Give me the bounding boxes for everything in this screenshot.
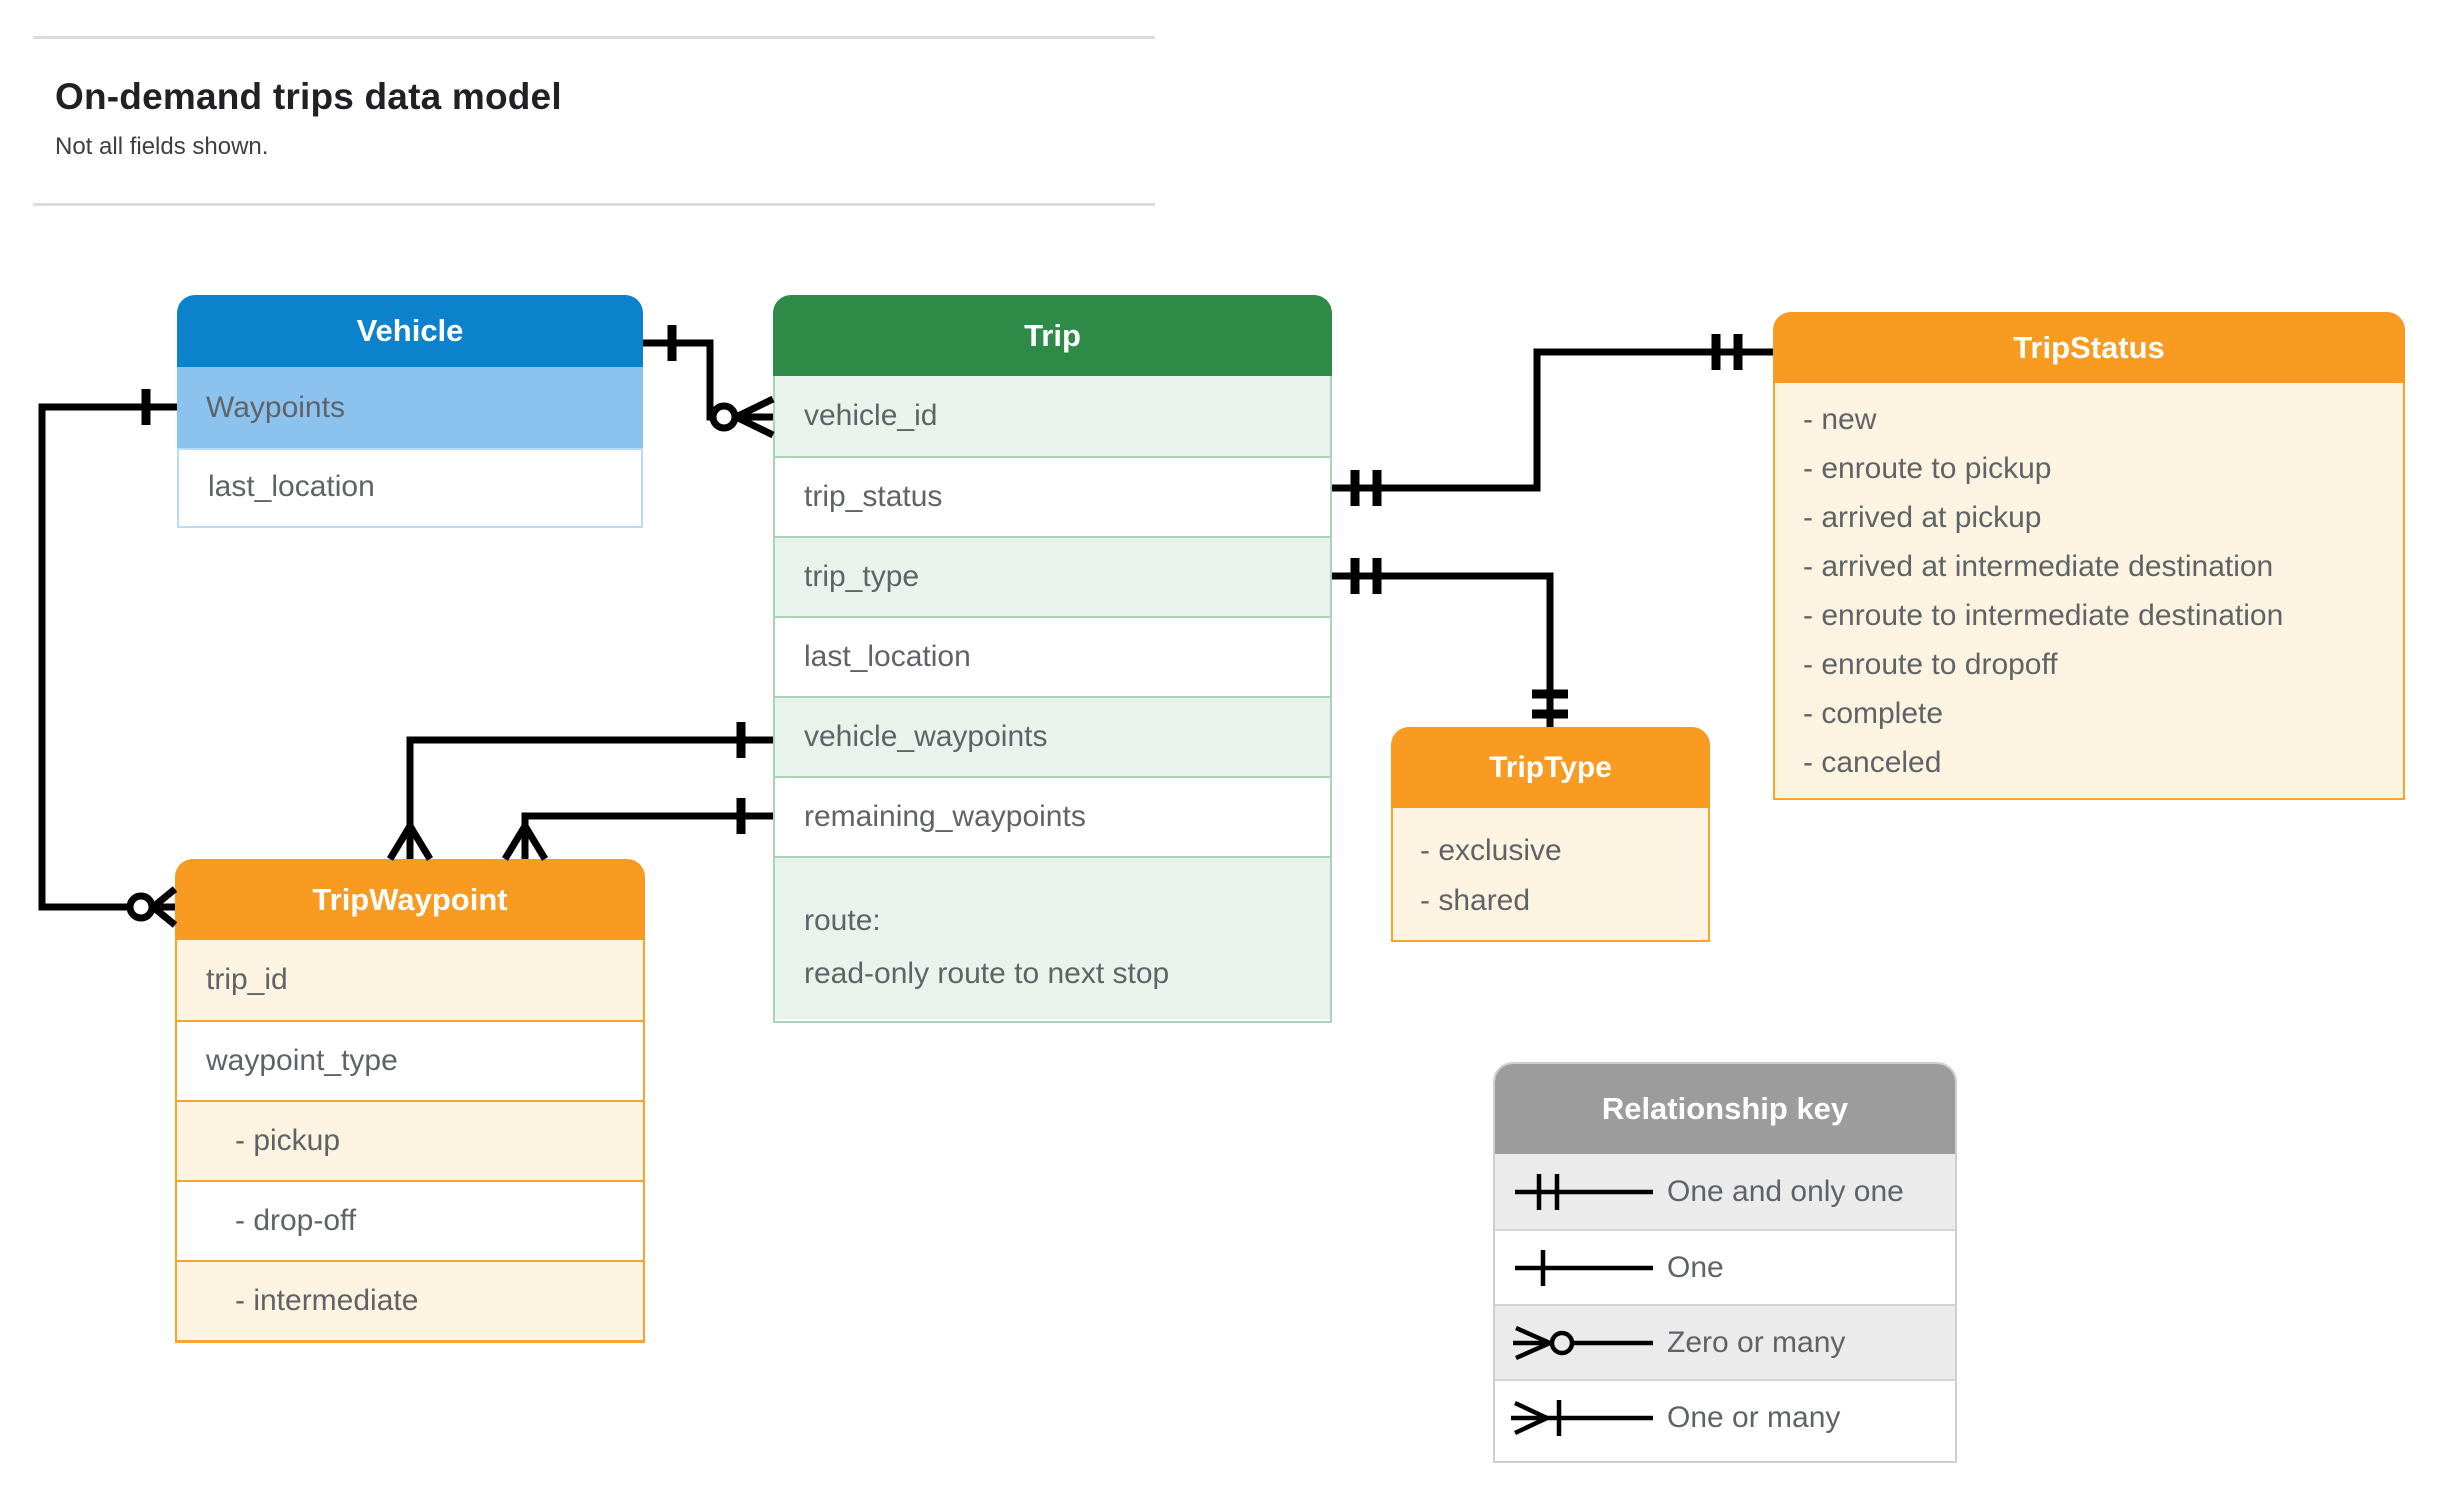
trip-waypoint-value-intermediate: - intermediate — [177, 1260, 643, 1340]
field-label: last_location — [804, 640, 971, 673]
trip-type-entity-title: TripType — [1391, 727, 1710, 808]
field-label: last_location — [208, 470, 375, 503]
trip-field-trip-status: trip_status — [775, 456, 1330, 536]
trip-entity-title: Trip — [773, 295, 1332, 376]
connector-trip-type-to-trip-type-entity — [1332, 558, 1568, 727]
enum-value: - enroute to dropoff — [1803, 647, 2058, 681]
enum-value: - arrived at pickup — [1803, 500, 2042, 534]
field-label: trip_status — [804, 480, 943, 513]
field-label: - intermediate — [235, 1284, 419, 1317]
field-label: trip_id — [206, 963, 288, 996]
vehicle-field-last-location: last_location — [179, 448, 641, 524]
trip-type-entity: TripType - exclusive - shared — [1391, 727, 1710, 942]
key-label: One and only one — [1667, 1174, 1904, 1208]
key-label: One or many — [1667, 1400, 1841, 1434]
trip-type-values: - exclusive - shared — [1393, 808, 1708, 926]
connector-remaining-waypoints-field-to-trip-waypoint — [502, 798, 773, 861]
relationship-key: Relationship key One and only one One Ze… — [1493, 1062, 1957, 1463]
one-icon — [1515, 1249, 1653, 1286]
trip-waypoint-value-pickup: - pickup — [177, 1100, 643, 1180]
enum-value: - arrived at intermediate destination — [1803, 549, 2274, 583]
key-row-zero-or-many: Zero or many — [1495, 1304, 1955, 1379]
relationship-key-title: Relationship key — [1495, 1064, 1955, 1154]
enum-value: - enroute to intermediate destination — [1803, 598, 2284, 632]
page-title: On-demand trips data model — [55, 76, 562, 117]
key-row-one-or-many: One or many — [1495, 1379, 1955, 1454]
zero-or-many-icon — [1513, 1325, 1653, 1360]
field-label: vehicle_waypoints — [804, 720, 1048, 753]
trip-waypoint-entity: TripWaypoint trip_id waypoint_type - pic… — [175, 859, 645, 1343]
trip-field-vehicle-waypoints: vehicle_waypoints — [775, 696, 1330, 776]
one-or-many-icon — [1511, 1399, 1653, 1436]
field-note: read-only route to next stop — [804, 957, 1170, 990]
trip-waypoint-entity-title: TripWaypoint — [175, 859, 645, 940]
field-label: route: — [804, 904, 881, 937]
key-row-one-and-only-one: One and only one — [1495, 1154, 1955, 1229]
enum-value: - enroute to pickup — [1803, 451, 2052, 485]
field-label: waypoint_type — [206, 1044, 398, 1077]
title-divider — [33, 203, 1155, 206]
enum-value: - complete — [1803, 696, 1944, 730]
vehicle-entity: Vehicle Waypoints last_location — [177, 295, 643, 528]
trip-field-trip-type: trip_type — [775, 536, 1330, 616]
field-label: trip_type — [804, 560, 920, 593]
trip-field-route: route: read-only route to next stop — [775, 856, 1330, 1019]
trip-status-entity: TripStatus - new - enroute to pickup - a… — [1773, 312, 2405, 800]
trip-status-entity-title: TripStatus — [1773, 312, 2405, 383]
enum-value: - canceled — [1803, 745, 1942, 779]
vehicle-entity-title: Vehicle — [177, 295, 643, 367]
key-label: Zero or many — [1667, 1325, 1846, 1359]
key-row-one: One — [1495, 1229, 1955, 1304]
enum-value: - shared — [1420, 884, 1531, 917]
connector-vehicle-to-trip — [643, 325, 775, 439]
field-label: remaining_waypoints — [804, 800, 1086, 833]
trip-waypoint-value-drop-off: - drop-off — [177, 1180, 643, 1260]
trip-field-last-location: last_location — [775, 616, 1330, 696]
top-divider — [33, 36, 1155, 39]
enum-value: - new — [1803, 402, 1877, 436]
trip-entity: Trip vehicle_id trip_status trip_type la… — [773, 295, 1332, 1023]
trip-field-vehicle-id: vehicle_id — [775, 376, 1330, 456]
vehicle-field-waypoints: Waypoints — [177, 367, 643, 448]
connector-vehicle-waypoints-to-trip-waypoint — [38, 389, 178, 928]
field-label: - pickup — [235, 1124, 341, 1157]
key-label: One — [1667, 1250, 1724, 1284]
trip-waypoint-field-waypoint-type: waypoint_type — [177, 1020, 643, 1100]
field-label: - drop-off — [235, 1204, 357, 1237]
field-label: Waypoints — [206, 390, 345, 424]
field-label: vehicle_id — [804, 399, 938, 432]
enum-value: - exclusive — [1420, 834, 1562, 867]
one-and-only-one-icon — [1515, 1173, 1653, 1210]
connector-trip-status-to-trip-status-entity — [1332, 334, 1773, 506]
connector-vehicle-waypoints-field-to-trip-waypoint — [387, 722, 773, 861]
trip-waypoint-field-trip-id: trip_id — [177, 940, 643, 1020]
trip-field-remaining-waypoints: remaining_waypoints — [775, 776, 1330, 856]
page-subtitle: Not all fields shown. — [55, 133, 269, 160]
trip-status-values: - new - enroute to pickup - arrived at p… — [1775, 383, 2403, 787]
